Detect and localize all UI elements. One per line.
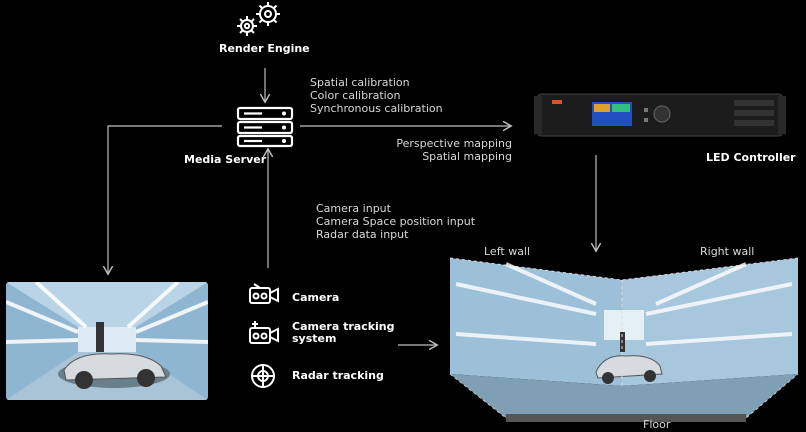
server-icon <box>236 106 294 148</box>
right-wall-label: Right wall <box>700 245 755 258</box>
floor-label: Floor <box>643 418 671 431</box>
mapping-text: Perspective mapping Spatial mapping <box>396 137 512 163</box>
led-controller-device <box>534 90 786 140</box>
calibration-line: Synchronous calibration <box>310 102 443 115</box>
media-server-label: Media Server <box>184 153 267 166</box>
mapping-line: Perspective mapping <box>396 137 512 150</box>
led-controller-label: LED Controller <box>706 151 796 164</box>
render-engine-label: Render Engine <box>219 42 310 55</box>
arrow-server-to-screen <box>108 125 222 273</box>
input-line: Camera Space position input <box>316 215 476 228</box>
calibration-line: Color calibration <box>310 89 401 102</box>
radar-icon <box>250 363 276 389</box>
camera-tracking-icon <box>248 320 280 346</box>
left-wall-label: Left wall <box>484 245 531 258</box>
virtual-scene-screen <box>6 282 208 400</box>
mapping-line: Spatial mapping <box>422 150 512 163</box>
gears-icon <box>232 0 284 40</box>
inputs-text: Camera input Camera Space position input… <box>316 202 475 241</box>
input-line: Camera input <box>316 202 391 215</box>
device-label-camera-tracking: Camera tracking system <box>292 320 395 345</box>
led-stage <box>446 254 802 426</box>
device-label-radar: Radar tracking <box>292 369 384 382</box>
camera-icon <box>248 282 280 306</box>
calibration-text: Spatial calibration Color calibration Sy… <box>310 76 443 115</box>
input-line: Radar data input <box>316 228 409 241</box>
device-label-camera: Camera <box>292 291 340 304</box>
calibration-line: Spatial calibration <box>310 76 410 89</box>
